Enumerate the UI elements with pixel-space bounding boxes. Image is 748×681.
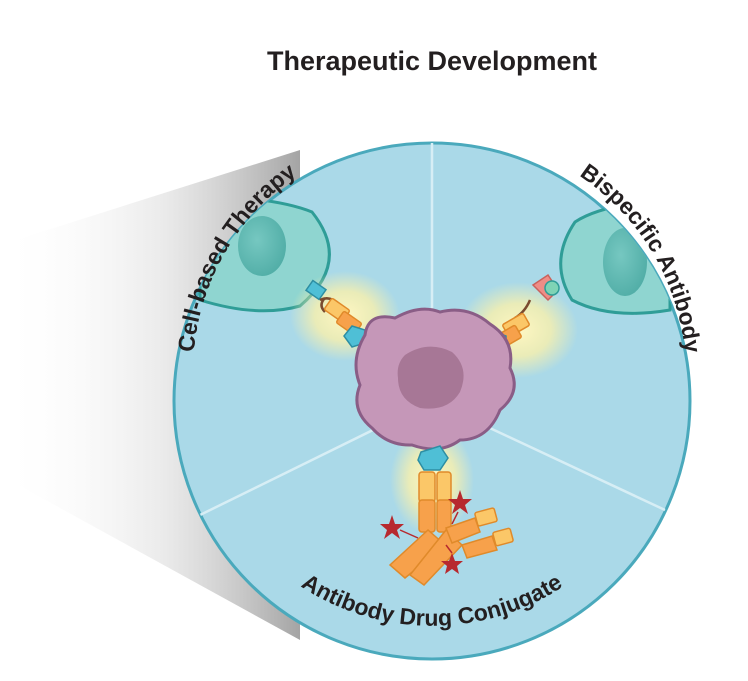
cytotoxic-drug-star-icon xyxy=(380,490,472,574)
antigen-pentagon-icon xyxy=(417,445,449,471)
tumor-cell-icon xyxy=(354,307,516,451)
antibody-drug-conjugate-icon xyxy=(380,445,514,586)
car-receptor-icon xyxy=(304,279,366,348)
page-title: Therapeutic Development xyxy=(267,46,597,76)
